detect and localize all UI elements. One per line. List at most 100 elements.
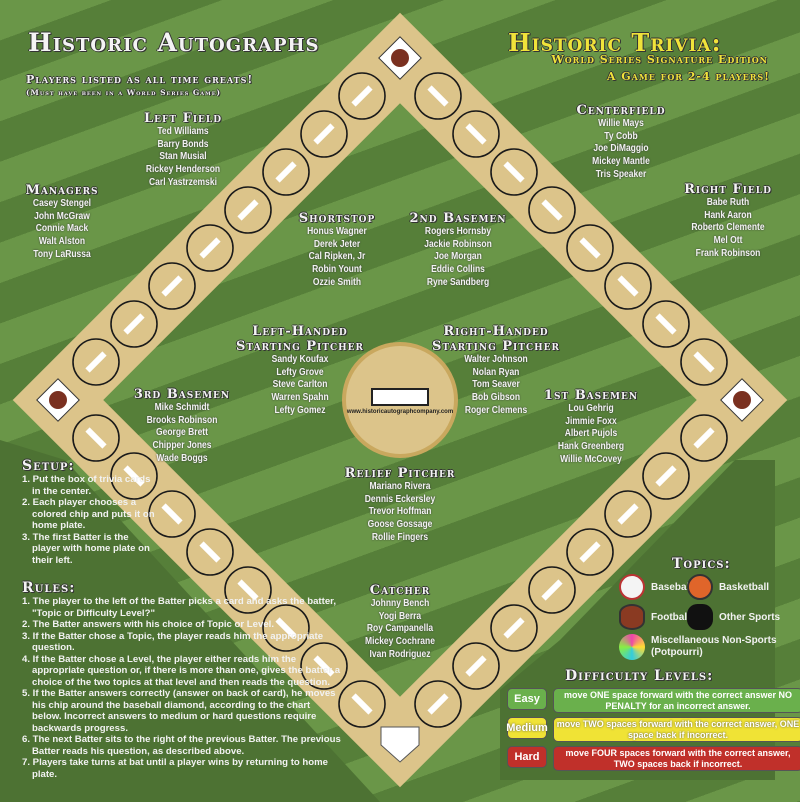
player-name: Bob Gibson [471, 392, 521, 404]
board-space[interactable] [528, 566, 576, 614]
board-space[interactable] [680, 338, 728, 386]
base-line [351, 85, 373, 107]
base-line [237, 199, 259, 221]
player-name: Brooks Robinson [146, 414, 218, 426]
group-heading: Left-Handed Starting Pitcher [236, 324, 364, 354]
board-space[interactable] [72, 338, 120, 386]
player-name: Honus Wagner [307, 226, 367, 237]
board-space[interactable] [148, 490, 196, 538]
board-space[interactable] [642, 300, 690, 348]
base-line [275, 617, 297, 639]
topic-football: Football [619, 604, 690, 630]
board-space[interactable] [490, 148, 538, 196]
logo-icon [733, 391, 751, 409]
board-space[interactable] [110, 300, 158, 348]
base-line [541, 579, 563, 601]
topics-heading: Topics: [672, 556, 731, 572]
group-heading: Right-Handed Starting Pitcher [432, 324, 560, 354]
player-name: Tony LaRussa [33, 248, 91, 260]
player-name: Carl Yastrzemski [149, 176, 217, 188]
player-name: Nolan Ryan [472, 366, 520, 378]
board-space[interactable] [186, 224, 234, 272]
base-line [655, 313, 677, 335]
board-space[interactable] [338, 72, 386, 120]
first-base[interactable] [720, 378, 764, 422]
base-line [503, 617, 525, 639]
board-space[interactable] [414, 680, 462, 728]
board-space[interactable] [414, 72, 462, 120]
board-space[interactable] [262, 148, 310, 196]
home-plate[interactable] [380, 726, 420, 763]
player-name: Casey Stengel [32, 198, 92, 209]
board-space[interactable] [300, 110, 348, 158]
topic-label: Miscellaneous Non-Sports (Potpourri) [651, 635, 777, 658]
second-base[interactable] [378, 36, 422, 80]
board-space[interactable] [186, 528, 234, 576]
player-name: Cal Ripken, Jr [308, 251, 366, 263]
base-line [617, 275, 639, 297]
player-name: Mike Schmidt [154, 402, 210, 413]
level-description: move FOUR spaces forward with the correc… [553, 746, 800, 771]
player-name: Roy Campanella [366, 623, 434, 635]
board-space[interactable] [642, 452, 690, 500]
board-space[interactable] [72, 414, 120, 462]
board-space[interactable] [110, 452, 158, 500]
edition-subtitle: World Series Signature Edition [551, 53, 768, 66]
board-space[interactable] [604, 490, 652, 538]
topic-potpourri: Miscellaneous Non-Sports (Potpourri) [619, 634, 789, 660]
base-line [313, 655, 335, 677]
rules-panel [0, 440, 380, 802]
list-item: 7. Players take turns at bat until a pla… [22, 757, 329, 780]
board-space[interactable] [566, 528, 614, 576]
board-space[interactable] [452, 110, 500, 158]
base-line [579, 237, 601, 259]
base-line [313, 123, 335, 145]
board-space[interactable] [490, 604, 538, 652]
third-base[interactable] [36, 378, 80, 422]
board-space[interactable] [300, 642, 348, 690]
player-name: Hank Greenberg [557, 441, 625, 453]
player-name: Rogers Hornsby [424, 226, 492, 237]
board-space[interactable] [338, 680, 386, 728]
trivia-title: Historic Trivia: [508, 28, 722, 57]
board-space[interactable] [262, 604, 310, 652]
player-name: Tris Speaker [595, 168, 647, 180]
board-space[interactable] [528, 186, 576, 234]
board-space[interactable] [224, 186, 272, 234]
base-line [427, 85, 449, 107]
player-name: Yogi Berra [378, 610, 422, 622]
board-space[interactable] [452, 642, 500, 690]
topic-baseball: Baseball [619, 574, 692, 600]
board-space[interactable] [148, 262, 196, 310]
board-space[interactable] [680, 414, 728, 462]
player-name: Lefty Gomez [274, 404, 326, 416]
player-name: Sandy Koufax [271, 354, 329, 365]
base-line [693, 351, 715, 373]
level-badge: Easy [507, 688, 547, 710]
player-name: Stan Musial [159, 151, 207, 163]
player-name: Wade Boggs [156, 452, 208, 464]
base-line [161, 275, 183, 297]
board-space[interactable] [604, 262, 652, 310]
subtitle-note: (Must have been in a World Series Game) [26, 88, 222, 97]
setup-section: Setup: 1. Put the box of trivia cards in… [22, 458, 157, 566]
base-line [275, 161, 297, 183]
list-item: 2. Each player chooses a colored chip an… [22, 497, 155, 531]
board-space[interactable] [566, 224, 614, 272]
base-line [85, 351, 107, 373]
player-name: Trevor Hoffman [368, 506, 432, 518]
list-item: 1. The player to the left of the Batter … [22, 596, 337, 619]
board-space[interactable] [224, 566, 272, 614]
group-heading: Managers [25, 183, 99, 198]
group-heading: Relief Pitcher [344, 466, 456, 481]
logo-icon [391, 49, 409, 67]
player-name: Jimmie Foxx [565, 415, 617, 427]
